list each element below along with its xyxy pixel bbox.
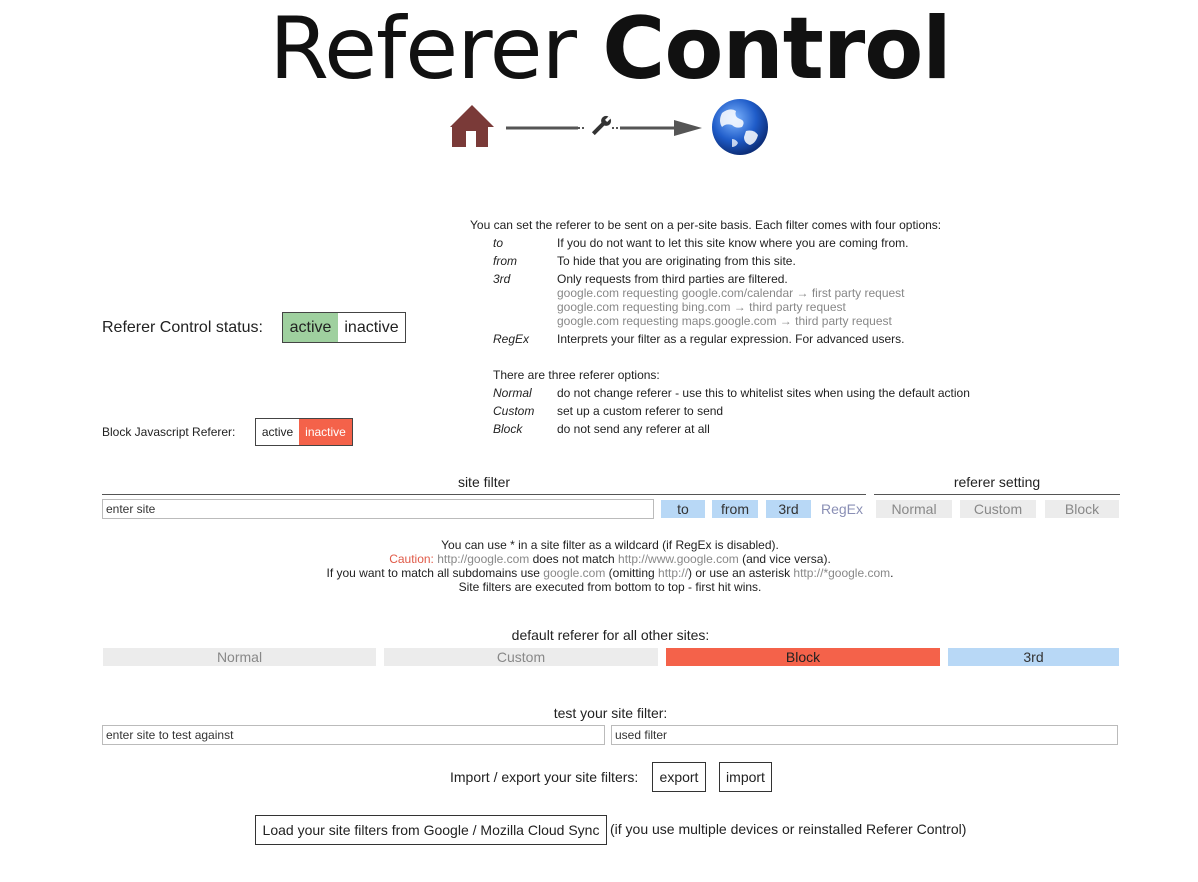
block-js-label: Block Javascript Referer:	[102, 425, 236, 439]
status-label: Referer Control status:	[102, 319, 263, 336]
used-filter-field: used filter	[611, 725, 1118, 745]
logo-graphic	[450, 99, 768, 155]
default-third-button[interactable]: 3rd	[948, 648, 1119, 666]
divider	[102, 494, 866, 495]
block-js-active-button[interactable]: active	[261, 425, 294, 439]
referer-setting-heading: referer setting	[953, 474, 1041, 490]
default-block-button[interactable]: Block	[666, 648, 940, 666]
filter-notes: You can use * in a site filter as a wild…	[326, 538, 894, 594]
default-custom-button[interactable]: Custom	[384, 648, 658, 666]
default-normal-button[interactable]: Normal	[103, 648, 376, 666]
normal-button[interactable]: Normal	[876, 500, 952, 518]
block-button[interactable]: Block	[1045, 500, 1119, 518]
house-icon	[450, 105, 494, 147]
status-toggle: active inactive	[282, 312, 406, 343]
export-button[interactable]: export	[652, 762, 706, 792]
wrench-icon	[591, 115, 612, 136]
help-text: You can set the referer to be sent on a …	[470, 218, 970, 436]
custom-button[interactable]: Custom	[960, 500, 1036, 518]
regex-button[interactable]: RegEx	[820, 501, 864, 517]
arrow-head-icon	[674, 120, 702, 136]
site-filter-input[interactable]: enter site	[102, 499, 654, 519]
from-button[interactable]: from	[712, 500, 758, 518]
block-js-toggle: active inactive	[255, 418, 353, 446]
divider	[874, 494, 1120, 495]
default-referer-heading: default referer for all other sites:	[511, 627, 710, 643]
status-inactive-button[interactable]: inactive	[344, 318, 399, 336]
import-button[interactable]: import	[719, 762, 772, 792]
page-title: Referer Control	[269, 0, 952, 99]
import-export-label: Import / export your site filters:	[450, 769, 639, 785]
site-filter-heading: site filter	[457, 474, 511, 490]
test-filter-heading: test your site filter:	[553, 705, 668, 721]
globe-icon	[712, 99, 768, 155]
cloud-sync-note: (if you use multiple devices or reinstal…	[610, 821, 967, 837]
test-site-input[interactable]: enter site to test against	[102, 725, 605, 745]
status-active-button[interactable]: active	[283, 313, 338, 342]
to-button[interactable]: to	[661, 500, 705, 518]
third-button[interactable]: 3rd	[766, 500, 811, 518]
block-js-inactive-button[interactable]: inactive	[299, 419, 352, 445]
cloud-sync-button[interactable]: Load your site filters from Google / Moz…	[255, 815, 607, 845]
